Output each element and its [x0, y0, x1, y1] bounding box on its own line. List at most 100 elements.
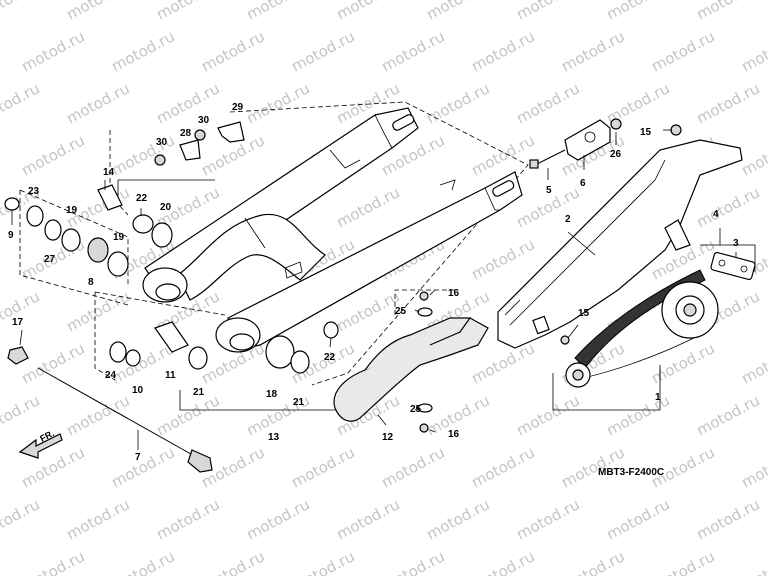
watermark-text: motod.ru	[603, 495, 672, 543]
watermark-text: motod.ru	[108, 443, 177, 491]
leader-lines	[11, 129, 737, 450]
callout-15: 15	[578, 308, 590, 319]
watermark-text: motod.ru	[243, 495, 312, 543]
watermark-text: motod.ru	[603, 391, 672, 439]
watermark-text: motod.ru	[423, 79, 492, 127]
watermark-text: motod.ru	[738, 443, 768, 491]
watermark-text: motod.ru	[243, 0, 312, 24]
watermark-text: motod.ru	[693, 79, 762, 127]
watermark-text: motod.ru	[333, 0, 402, 24]
callout-10: 10	[132, 385, 144, 396]
watermark-text: motod.ru	[738, 339, 768, 387]
callout-21: 21	[193, 387, 205, 398]
chain-slider	[333, 317, 489, 422]
watermark-text: motod.ru	[558, 27, 627, 75]
callout-18: 18	[266, 389, 278, 400]
watermark-text: motod.ru	[513, 79, 582, 127]
callout-9: 9	[8, 230, 14, 241]
watermark-text: motod.ru	[693, 0, 762, 24]
callout-3: 3	[733, 238, 739, 249]
watermark-text: motod.ru	[648, 27, 717, 75]
callout-7: 7	[135, 452, 141, 463]
callout-2: 2	[565, 214, 571, 225]
callout-14: 14	[103, 167, 115, 178]
watermark-text: motod.ru	[468, 235, 537, 283]
watermark-text: motod.ru	[693, 391, 762, 439]
callout-5: 5	[546, 185, 552, 196]
small-parts	[4, 121, 682, 433]
chain-joint	[710, 251, 756, 281]
callout-26: 26	[610, 149, 622, 160]
watermark-text: motod.ru	[513, 0, 582, 24]
watermark-text: motod.ru	[423, 495, 492, 543]
callout-6: 6	[580, 178, 586, 189]
callout-23: 23	[28, 186, 40, 197]
drive-chain	[565, 269, 719, 388]
callout-20: 20	[160, 202, 172, 213]
callout-25: 25	[410, 404, 422, 415]
callout-8: 8	[88, 277, 94, 288]
watermark-text: motod.ru	[198, 27, 267, 75]
callout-11: 11	[165, 370, 176, 381]
watermark-text: motod.ru	[738, 547, 768, 576]
watermark-text: motod.ru	[648, 547, 717, 576]
watermark-text: motod.ru	[18, 131, 87, 179]
watermark-text: motod.ru	[288, 547, 357, 576]
watermark-text: motod.ru	[693, 183, 762, 231]
callout-12: 12	[382, 432, 394, 443]
watermark-text: motod.ru	[63, 287, 132, 335]
watermark-text: motod.ru	[513, 391, 582, 439]
watermark-text: motod.ru	[153, 495, 222, 543]
watermark-text: motod.ru	[63, 495, 132, 543]
watermark-text: motod.ru	[108, 547, 177, 576]
watermark-text: motod.ru	[648, 339, 717, 387]
callout-29: 29	[232, 102, 244, 113]
callout-4: 4	[713, 209, 719, 220]
callout-28: 28	[180, 128, 192, 139]
watermark-text: motod.ru	[468, 547, 537, 576]
watermark-text: motod.ru	[513, 495, 582, 543]
watermark-text: motod.ru	[378, 547, 447, 576]
diagram-code: MBT3-F2400C	[598, 467, 664, 478]
watermark-text: motod.ru	[738, 131, 768, 179]
watermark-text: motod.ru	[378, 443, 447, 491]
callout-13: 13	[268, 432, 280, 443]
watermark-text: motod.ru	[18, 27, 87, 75]
watermark-text: motod.ru	[198, 547, 267, 576]
callout-27: 27	[44, 254, 56, 265]
watermark-text: motod.ru	[18, 547, 87, 576]
watermark-text: motod.ru	[468, 339, 537, 387]
watermark-text: motod.ru	[18, 339, 87, 387]
watermark-text: motod.ru	[693, 495, 762, 543]
callout-24: 24	[105, 370, 117, 381]
watermark-text: motod.ru	[288, 443, 357, 491]
front-direction-arrow	[18, 433, 63, 459]
watermark-text: motod.ru	[153, 79, 222, 127]
callout-16: 16	[448, 429, 460, 440]
watermark-text: motod.ru	[558, 547, 627, 576]
swingarm	[142, 107, 523, 353]
callout-1: 1	[655, 392, 661, 403]
watermark-text: motod.ru	[108, 27, 177, 75]
chain-case	[497, 139, 743, 349]
watermark-text: motod.ru	[603, 0, 672, 24]
watermark-text: motod.ru	[333, 183, 402, 231]
callout-labels: 1234567891011121314151516161718191920212…	[8, 102, 739, 463]
callout-19: 19	[66, 205, 78, 216]
watermark-text: motod.ru	[0, 287, 43, 335]
watermark-text: motod.ru	[0, 79, 43, 127]
callout-16: 16	[448, 288, 460, 299]
watermark-text: motod.ru	[468, 443, 537, 491]
watermark-text: motod.ru	[63, 79, 132, 127]
watermark-text: motod.ru	[108, 131, 177, 179]
watermark-text: motod.ru	[63, 0, 132, 24]
callout-21: 21	[293, 397, 305, 408]
watermark-text: motod.ru	[0, 495, 43, 543]
watermark-text: motod.ru	[0, 391, 43, 439]
watermark-text: motod.ru	[468, 27, 537, 75]
watermark-text: motod.ru	[243, 79, 312, 127]
callout-19: 19	[113, 232, 125, 243]
